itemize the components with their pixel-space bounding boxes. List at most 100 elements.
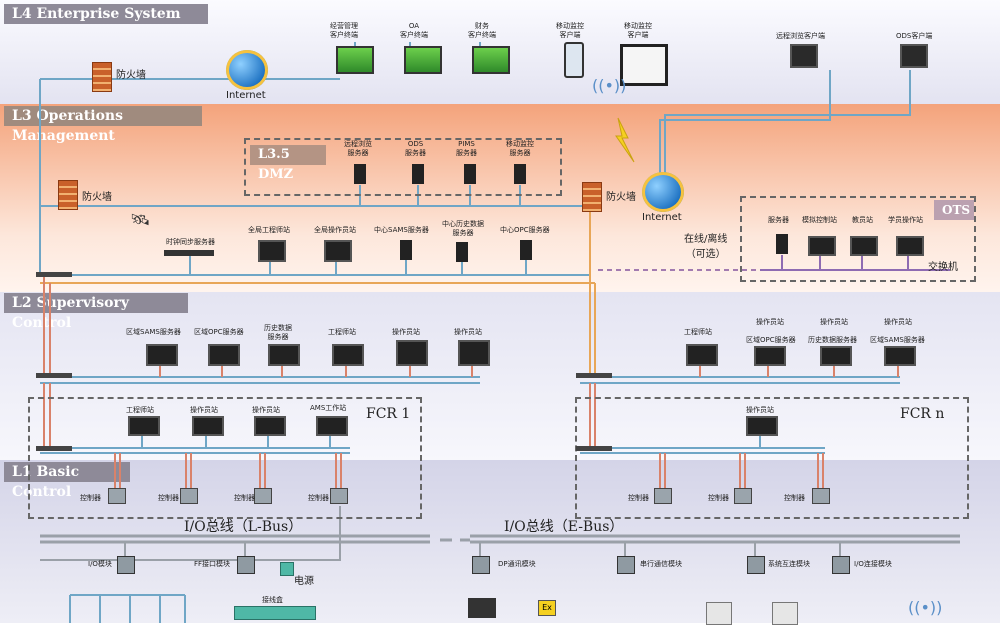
controller-label: 控制器 [308,494,329,502]
computer-icon [396,340,428,366]
firewall-label-l4: 防火墙 [116,70,146,81]
dmz-title: L3.5 DMZ [250,145,326,182]
server-icon [412,164,424,184]
internet-globe-icon [226,50,268,90]
l3-station-label: 全局工程师站 [248,226,290,234]
client-label: 经营管理 客户终端 [330,22,358,39]
computer-icon [746,416,778,436]
l3-band [0,104,1000,292]
io-label: DP通讯模块 [498,560,536,568]
ots-switch-label: 交换机 [928,262,958,273]
l2-right-label: 历史数据服务器 [808,336,857,344]
l2-right-label: 操作员站 [884,318,912,326]
io-label: 系统互连模块 [768,560,810,568]
l3-station-label: 全局操作员站 [314,226,356,234]
server-icon [400,240,412,260]
power-icon [280,562,294,576]
tablet-icon [620,44,668,86]
l2-station-label: 区域OPC服务器 [194,328,244,336]
ots-item-label: 模拟控制站 [802,216,837,224]
l2-station-label: 操作员站 [392,328,420,336]
terminal-box-icon [234,606,316,620]
computer-icon [192,416,224,436]
l2-station-label: 历史数据 服务器 [264,324,292,341]
computer-icon [324,240,352,262]
computer-icon [458,340,490,366]
computer-icon [208,344,240,366]
satellite-icon: 🛰 [130,210,151,229]
fcr1-station-label: 工程师站 [126,406,154,414]
computer-icon [850,236,878,256]
fcrn-label: FCR n [900,406,945,422]
controller-icon [654,488,672,504]
internet-label-l3: Internet [642,212,682,223]
bus-label-left: I/O总线（L-Bus） [184,519,303,535]
fcrn-frame [575,397,969,519]
computer-icon [790,44,818,68]
switch-icon [576,373,612,378]
l2-station-label: 区域SAMS服务器 [126,328,181,336]
l2-right-eng-label: 工程师站 [684,328,712,336]
l2-right-label: 区域SAMS服务器 [870,336,925,344]
l3-station-label: 中心历史数据 服务器 [442,220,484,237]
online-offline-label: 在线/离线 （可选） [684,234,728,260]
firewall-icon [92,62,112,92]
mobile-client-label: 移动监控 客户端 [556,22,584,39]
computer-icon [754,346,786,366]
time-server-icon [164,250,214,256]
controller-label: 控制器 [708,494,729,502]
internet-label-l4: Internet [226,90,266,101]
bus-label-right: I/O总线（E-Bus） [504,519,624,535]
io-module-icon [747,556,765,574]
dmz-server-label: 移动监控 服务器 [506,140,534,157]
computer-icon [332,344,364,366]
computer-icon [896,236,924,256]
cabinet-icon [772,602,798,625]
laptop-icon [336,46,374,74]
time-server-label: 时钟同步服务器 [166,238,215,246]
computer-icon [686,344,718,366]
io-module-icon [832,556,850,574]
io-label: 串行通信模块 [640,560,682,568]
laptop-icon [404,46,442,74]
ex-warning-icon: Ex [538,600,556,616]
switch-icon [36,272,72,277]
switch-icon [36,373,72,378]
firewall-label-l3: 防火墙 [82,192,112,203]
computer-icon [820,346,852,366]
computer-icon [258,240,286,262]
controller-icon [108,488,126,504]
computer-icon [146,344,178,366]
l2-right-label: 操作员站 [820,318,848,326]
controller-icon [330,488,348,504]
terminal-box-label: 接线盒 [262,596,283,604]
switch-icon [576,446,612,451]
server-icon [456,242,468,262]
cabinet-icon [706,602,732,625]
computer-icon [316,416,348,436]
rack-icon [468,598,496,618]
computer-icon [900,44,928,68]
firewall-icon [582,182,602,212]
l2-station-label: 工程师站 [328,328,356,336]
computer-icon [808,236,836,256]
dmz-server-label: ODS 服务器 [405,140,426,157]
l1-title: L1 Basic Control [4,462,130,500]
controller-label: 控制器 [628,494,649,502]
io-module-icon [617,556,635,574]
controller-icon [254,488,272,504]
l3-station-label: 中心SAMS服务器 [374,226,429,234]
wifi-icon: ((•)) [908,598,943,617]
io-label: FF接口模块 [194,560,231,568]
remote-client-label: ODS客户端 [896,32,933,40]
internet-globe-icon [642,172,684,212]
server-icon [354,164,366,184]
dmz-server-label: 远程浏览 服务器 [344,140,372,157]
controller-icon [180,488,198,504]
client-label: OA 客户终端 [400,22,428,39]
mobile-client-label: 移动监控 客户端 [624,22,652,39]
computer-icon [128,416,160,436]
controller-label: 控制器 [784,494,805,502]
firewall-icon [58,180,78,210]
